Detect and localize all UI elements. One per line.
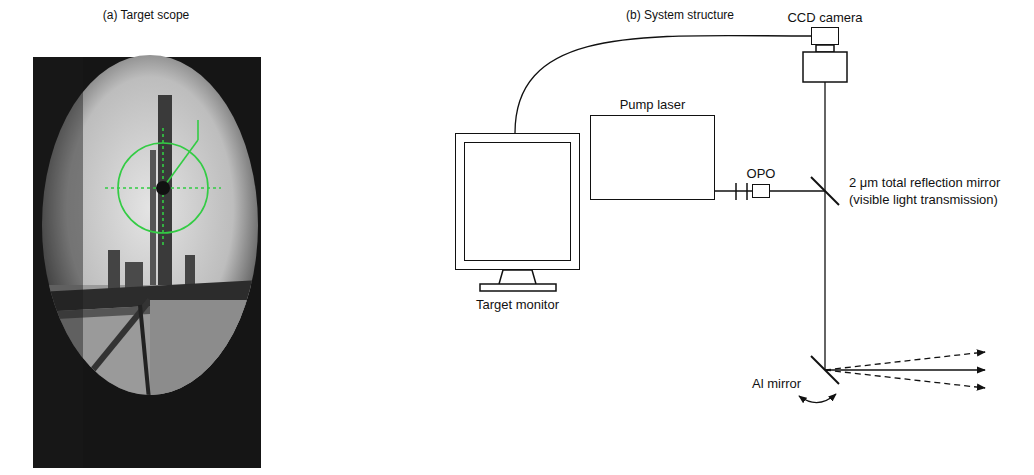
drawing-rect — [803, 52, 847, 82]
laser-box: Pump laser — [590, 115, 715, 200]
drawing-line — [770, 190, 825, 191]
beam-path — [770, 82, 985, 388]
drawing-line — [825, 370, 985, 388]
drawing-line — [197, 120, 199, 140]
monitor-stand — [480, 270, 556, 291]
drawing-g — [105, 120, 221, 248]
drawing-line — [825, 352, 985, 370]
drawing-line — [825, 369, 985, 370]
drawing-circle — [156, 181, 170, 195]
mirror — [811, 177, 839, 384]
drawing-rect — [150, 150, 156, 285]
camera-box: CCD camera — [811, 27, 839, 45]
scope-photo — [33, 55, 270, 468]
drawing-line — [824, 82, 825, 370]
drawing-line — [140, 305, 150, 410]
node-label: Target monitor — [476, 297, 559, 312]
part-label: (visible light transmission) — [849, 192, 998, 207]
part-label: 2 μm total reflection mirror — [849, 175, 1000, 190]
node-label: Pump laser — [620, 97, 686, 112]
rotation-arrow — [799, 394, 836, 403]
monitor-screen — [464, 142, 571, 261]
drawing-rect — [185, 255, 195, 287]
drawing-rect — [816, 45, 834, 52]
node-label: CCD camera — [787, 10, 862, 25]
opo-box: OPO — [752, 184, 770, 198]
drawing-line — [811, 356, 839, 384]
monitor-box: Target monitor — [455, 133, 580, 270]
drawing-rect — [150, 300, 270, 420]
part-label: Al mirror — [752, 376, 801, 391]
camera-body — [803, 45, 847, 82]
drawing-line — [811, 177, 839, 205]
drawing-rect — [33, 57, 83, 468]
drawing-rect — [108, 250, 120, 290]
node-label: OPO — [747, 166, 776, 181]
drawing-line — [163, 140, 198, 188]
panel-title: (a) Target scope — [103, 8, 190, 23]
drawing-rect — [125, 262, 143, 288]
connector — [715, 190, 752, 191]
panel-title: (b) System structure — [626, 8, 734, 23]
